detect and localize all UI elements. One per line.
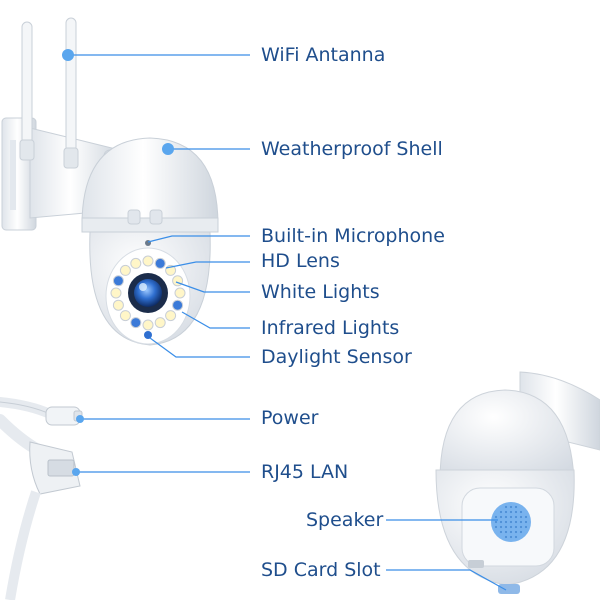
speaker-hole <box>514 535 518 539</box>
speaker-hole <box>509 530 513 534</box>
white-led <box>142 255 154 267</box>
speaker-hole <box>504 525 508 529</box>
speaker-hole <box>509 505 513 509</box>
white-led <box>174 287 186 299</box>
white-led <box>154 317 166 329</box>
top-shell <box>81 137 219 226</box>
speaker-hole <box>519 525 523 529</box>
speaker-hole <box>504 505 508 509</box>
speaker-hole <box>504 515 508 519</box>
speaker-grille <box>491 502 531 542</box>
speaker-hole <box>499 515 503 519</box>
infrared-led <box>172 299 184 311</box>
speaker-hole <box>504 520 508 524</box>
speaker-hole <box>509 525 513 529</box>
label-wifi-antenna: WiFi Antanna <box>261 44 386 66</box>
label-rj45-lan: RJ45 LAN <box>261 461 349 483</box>
white-led <box>165 310 177 322</box>
cable <box>0 397 83 600</box>
speaker-hole <box>499 510 503 514</box>
label-infrared-lights: Infrared Lights <box>261 317 400 339</box>
leaders <box>68 54 507 591</box>
back-dome <box>439 389 575 481</box>
white-led <box>119 264 131 276</box>
label-builtin-microphone: Built-in Microphone <box>261 225 445 247</box>
speaker-hole <box>519 515 523 519</box>
white-led <box>142 319 154 331</box>
speaker-hole <box>499 525 503 529</box>
white-led <box>130 257 142 269</box>
white-led <box>112 299 124 311</box>
speaker-hole <box>524 520 528 524</box>
leader-dots <box>62 49 174 476</box>
led-ring <box>110 255 186 331</box>
label-weatherproof-shell: Weatherproof Shell <box>261 138 443 160</box>
white-led <box>110 287 122 299</box>
speaker-hole <box>519 530 523 534</box>
speaker-hole <box>499 530 503 534</box>
speaker-hole <box>509 510 513 514</box>
label-speaker: Speaker <box>306 509 384 531</box>
speaker-hole <box>514 510 518 514</box>
speaker-hole <box>504 535 508 539</box>
label-white-lights: White Lights <box>261 281 380 303</box>
white-led <box>119 310 131 322</box>
speaker-hole <box>494 515 498 519</box>
infrared-led <box>130 317 142 329</box>
infrared-led <box>154 257 166 269</box>
speaker-hole <box>514 505 518 509</box>
camera-front <box>1 17 219 346</box>
speaker-hole <box>504 530 508 534</box>
label-hd-lens: HD Lens <box>261 250 340 272</box>
speaker-hole <box>509 535 513 539</box>
speaker-hole <box>514 520 518 524</box>
speaker-hole <box>494 525 498 529</box>
speaker-hole <box>509 520 513 524</box>
label-power: Power <box>261 407 319 429</box>
speaker-hole <box>514 525 518 529</box>
speaker-hole <box>494 520 498 524</box>
speaker-hole <box>504 510 508 514</box>
speaker-hole <box>514 515 518 519</box>
speaker-hole <box>524 525 528 529</box>
speaker-hole <box>519 510 523 514</box>
label-sd-card-slot: SD Card Slot <box>261 559 381 581</box>
sd-card-slot <box>468 560 484 568</box>
infrared-led <box>112 275 124 287</box>
speaker-hole <box>519 520 523 524</box>
speaker-hole <box>524 515 528 519</box>
speaker-hole <box>514 530 518 534</box>
speaker-hole <box>509 515 513 519</box>
daylight-sensor <box>144 331 152 339</box>
label-daylight-sensor: Daylight Sensor <box>261 346 412 368</box>
speaker-hole <box>499 520 503 524</box>
camera-back <box>435 371 600 594</box>
